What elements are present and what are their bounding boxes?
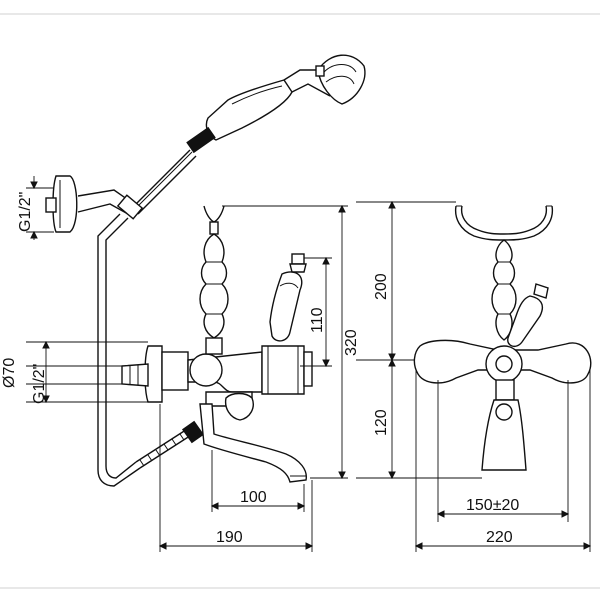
cradle-stem — [199, 205, 229, 355]
dim-320-label: 320 — [343, 329, 360, 356]
dim-200-label: 200 — [373, 273, 390, 300]
front-view: 200 120 150±20 220 — [356, 200, 592, 552]
front-cradle — [454, 205, 554, 341]
shower-head — [283, 54, 366, 105]
wall-holder — [45, 175, 144, 233]
front-lever — [507, 283, 549, 348]
lever-handle — [269, 253, 307, 342]
dim-200: 200 — [356, 200, 456, 362]
dim-120-label: 120 — [373, 409, 390, 436]
dim-diameter-label: Ø70 — [1, 358, 18, 388]
side-view: G1/2" Ø70 G1/2" 110 — [1, 54, 366, 552]
hose-upper — [131, 149, 197, 215]
dim-120: 120 — [356, 358, 482, 480]
dim-110-label: 110 — [309, 307, 326, 333]
spout — [199, 392, 307, 483]
dim-100-label: 100 — [240, 489, 267, 506]
dim-150-label: 150±20 — [466, 497, 519, 514]
dim-left-connection: Ø70 G1/2" — [1, 340, 148, 404]
dim-220-label: 220 — [486, 529, 513, 546]
dim-150: 150±20 — [436, 380, 570, 522]
dim-thread-top-label: G1/2" — [17, 192, 34, 232]
front-body — [413, 339, 592, 471]
dim-110: 110 — [300, 256, 332, 368]
shower-handle — [186, 79, 293, 154]
dim-190: 190 — [158, 404, 314, 552]
hose-long — [97, 213, 205, 487]
dim-100: 100 — [210, 450, 306, 512]
wall-connection — [121, 345, 189, 403]
dim-190-label: 190 — [216, 529, 243, 546]
dim-thread-top: G1/2" — [17, 176, 54, 240]
dim-320: 320 — [222, 204, 360, 480]
dim-220: 220 — [414, 370, 592, 552]
dim-thread-left-label: G1/2" — [31, 364, 48, 404]
